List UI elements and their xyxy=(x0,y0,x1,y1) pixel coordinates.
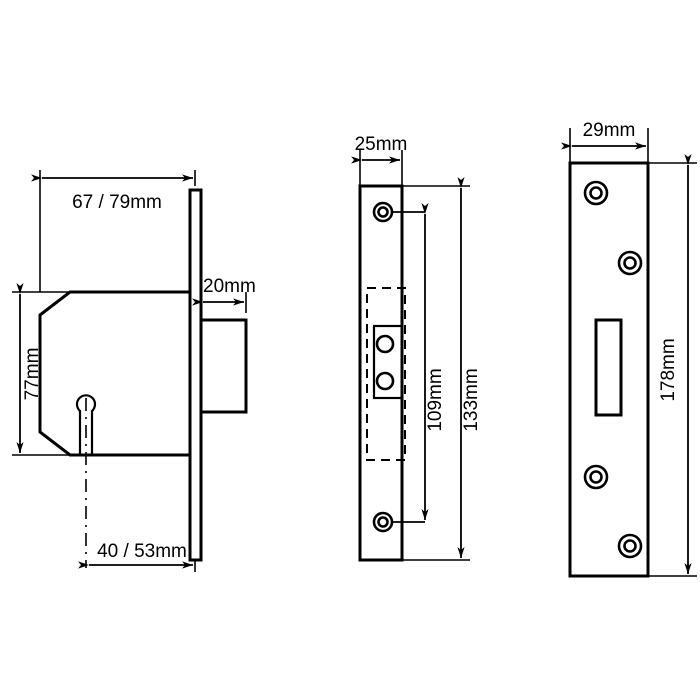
fixing-screw-top-icon xyxy=(372,201,394,223)
lock-case-body xyxy=(38,290,192,457)
dimension-fixing-centres: 109mm xyxy=(392,203,446,523)
dimension-label-forend-length: 133mm xyxy=(461,368,482,431)
view-side-profile: 67 / 79mm 77mm 20mm 40 / 53mm xyxy=(12,170,256,572)
dimension-case-height: 77mm xyxy=(12,283,130,456)
view-striker-plate: 29mm 178mm xyxy=(561,120,697,578)
keyhole xyxy=(75,394,97,457)
fixing-screw-bottom-icon xyxy=(372,511,394,533)
view-forend-edge: 25mm 109mm 133mm xyxy=(351,134,482,562)
dimension-label-fixing-centres: 109mm xyxy=(425,368,446,431)
screw-hole-2-icon xyxy=(617,250,643,276)
screw-hole-3-icon xyxy=(583,464,609,490)
screw-hole-1-icon xyxy=(583,180,609,206)
dimension-plate-width: 29mm xyxy=(561,120,649,163)
faceplate xyxy=(188,188,203,562)
dimension-label-plate-width: 29mm xyxy=(583,120,636,141)
dimension-label-plate-length: 178mm xyxy=(658,338,679,401)
dimension-backset: 40 / 53mm xyxy=(78,541,196,572)
deadbolt xyxy=(199,318,248,414)
dimension-label-case-height: 77mm xyxy=(22,348,43,401)
hidden-mortice-outline xyxy=(366,287,406,461)
bolt-aperture xyxy=(372,324,404,400)
dimension-label-bolt-throw: 20mm xyxy=(203,276,256,297)
striker-plate-body xyxy=(568,161,650,578)
dimension-forend-width: 25mm xyxy=(351,134,408,186)
dimension-label-backset: 40 / 53mm xyxy=(97,541,187,562)
dimension-label-forend-width: 25mm xyxy=(355,134,408,155)
dimension-plate-length: 178mm xyxy=(648,154,697,577)
dimension-bolt-throw: 20mm xyxy=(192,276,256,313)
screw-hole-4-icon xyxy=(617,533,643,559)
bolt-cutout xyxy=(594,318,623,417)
dimension-case-depth: 67 / 79mm xyxy=(31,170,196,292)
dimension-label-case-depth: 67 / 79mm xyxy=(72,192,162,213)
dimension-forend-length: 133mm xyxy=(402,177,482,561)
